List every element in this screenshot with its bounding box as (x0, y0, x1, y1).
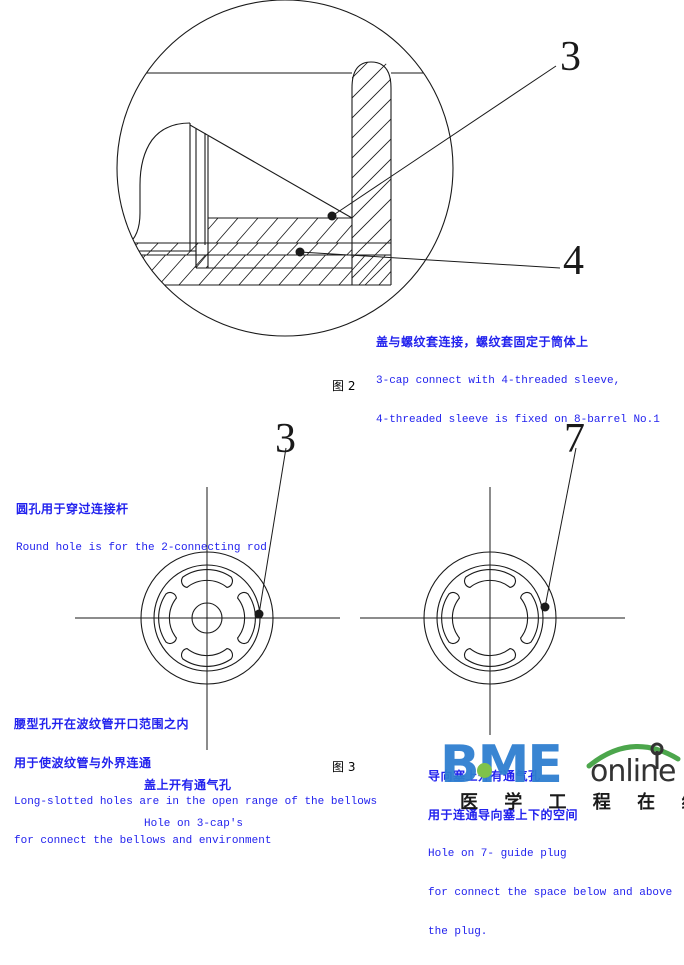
drawing-page: 3 4 盖与螺纹套连接，螺纹套固定于筒体上 3-cap connect with… (14, 0, 684, 938)
figure-3-caption: 图 3 (332, 760, 356, 774)
leader-dot-4 (295, 247, 305, 257)
leader-dot-right-7 (540, 602, 550, 612)
figure-3-views (75, 447, 625, 750)
note-long-slot-cn2: 用于使波纹管与外界连通 (14, 756, 152, 770)
note-long-slot-cn1: 腰型孔开在波纹管开口范围之内 (14, 717, 190, 731)
detail-circle-boundary (116, 0, 454, 337)
note-cap-sleeve-en1: 3-cap connect with 4-threaded sleeve, (376, 375, 621, 387)
right-inner-circle (436, 564, 544, 672)
note-plug-hole-cn2: 用于连通导向塞上下的空间 (428, 808, 579, 822)
callout-number-3-bottom: 3 (275, 416, 296, 462)
note-plug-hole-en1: Hole on 7- guide plug (428, 848, 567, 860)
callout-number-3-top: 3 (560, 34, 581, 80)
callout-number-4-top: 4 (563, 238, 584, 284)
right-slot-left (441, 592, 460, 644)
hatch-band-upper (208, 218, 352, 243)
leader-dot-left-3 (254, 609, 264, 619)
note-plug-hole: 导向塞上开有通气孔 用于连通导向塞上下的空间 Hole on 7- guide … (428, 744, 672, 965)
right-slot-right (520, 592, 539, 644)
right-circular-view (360, 447, 625, 735)
cross-section-geometry (96, 61, 453, 286)
leader-line-4 (299, 251, 561, 269)
left-circular-view (75, 447, 340, 750)
left-outer-circle (140, 551, 274, 685)
note-plug-hole-en2: for connect the space below and above (428, 887, 673, 899)
note-plug-hole-cn1: 导向塞上开有通气孔 (428, 769, 541, 783)
note-cap-sleeve-en2: 4-threaded sleeve is fixed on 8-barrel N… (376, 414, 660, 426)
right-slot-bottom (464, 648, 516, 667)
figure-2-caption: 图 2 (332, 379, 356, 393)
hatch-small (196, 244, 208, 268)
note-cap-sleeve: 盖与螺纹套连接，螺纹套固定于筒体上 3-cap connect with 4-t… (376, 310, 660, 453)
taper-diagonal (189, 124, 353, 219)
hatch-band-lower (120, 255, 391, 285)
left-slot-bottom (181, 648, 233, 667)
figure-2-detail-view (96, 0, 561, 337)
left-slot-top (181, 569, 233, 588)
technical-drawing-svg (75, 0, 625, 750)
shell-left-curve (96, 243, 110, 250)
hatch-cap-wall (352, 62, 391, 285)
note-cap-hole-cn: 盖上开有通气孔 (144, 778, 232, 792)
note-cap-sleeve-cn: 盖与螺纹套连接，螺纹套固定于筒体上 (376, 335, 589, 349)
note-round-hole-en: Round hole is for the 2-connecting rod (16, 542, 267, 554)
note-cap-hole: 盖上开有通气孔 Hole on 3-cap's (144, 753, 243, 857)
note-round-hole-cn: 圆孔用于穿过连接杆 (16, 502, 129, 516)
leader-line-right-7 (544, 447, 577, 608)
right-slot-top (464, 569, 516, 588)
leader-line-left-3 (258, 447, 287, 615)
leader-line-3 (331, 65, 557, 217)
note-plug-hole-en3: the plug. (428, 926, 488, 938)
leader-dot-3 (327, 211, 337, 221)
note-long-slot-en1: Long-slotted holes are in the open range… (14, 796, 378, 808)
left-slot-right (237, 592, 256, 644)
left-slot-left (158, 592, 177, 644)
right-outer-circle (423, 551, 557, 685)
left-center-round-hole (191, 602, 223, 634)
note-cap-hole-en: Hole on 3-cap's (144, 818, 244, 830)
note-round-hole: 圆孔用于穿过连接杆 Round hole is for the 2-connec… (16, 477, 267, 581)
cap-wall-outline (351, 61, 392, 285)
callout-number-7-bottom: 7 (564, 416, 585, 462)
